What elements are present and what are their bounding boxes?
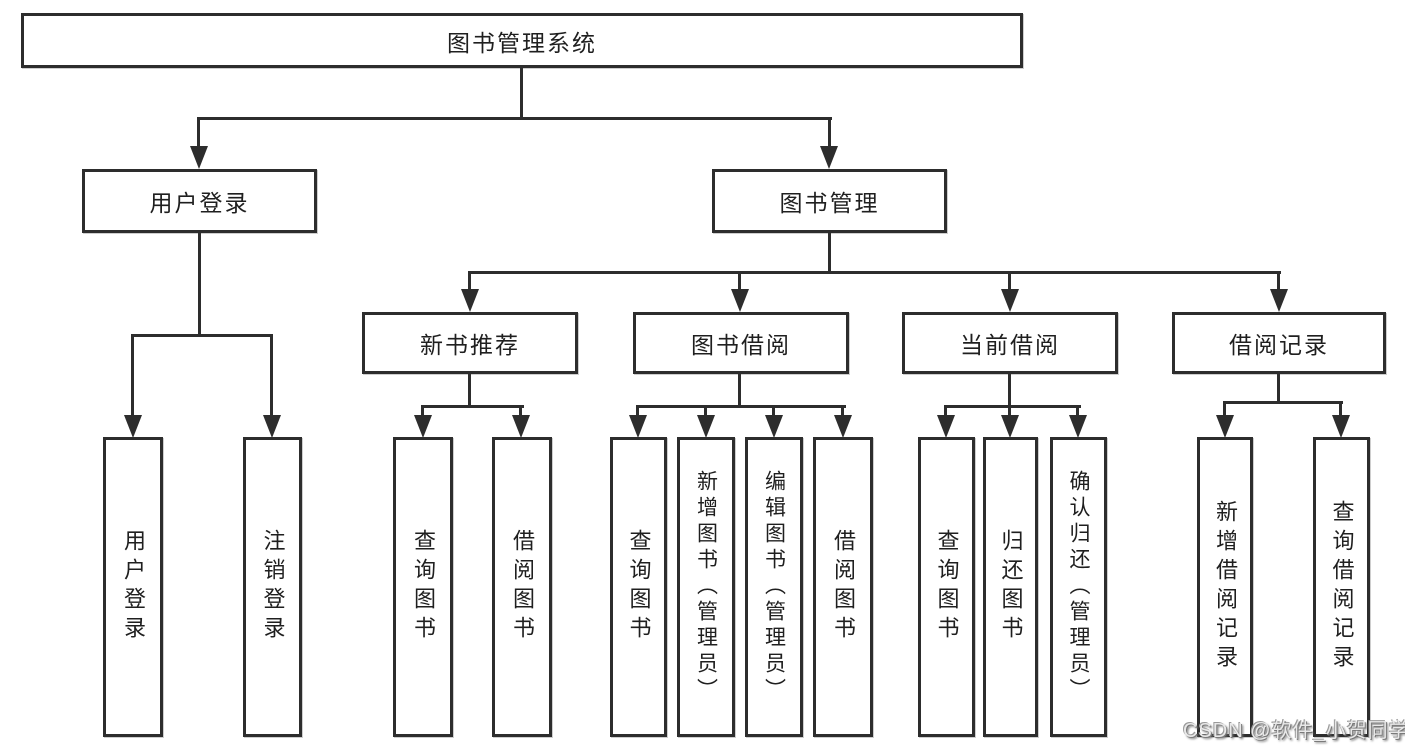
- leaf-confirm-return-admin: 确认归还（管理员）: [1050, 437, 1107, 737]
- arrow-down-icon: [765, 415, 783, 438]
- connector-root-stem: [520, 68, 523, 120]
- leaf-label: 归还图书: [998, 529, 1024, 645]
- connector-stem: [841, 405, 844, 417]
- leaf-label: 确认归还（管理员）: [1067, 470, 1090, 704]
- leaf-logout: 注销登录: [243, 437, 302, 737]
- connector-stem: [1339, 401, 1342, 417]
- arrow-down-icon: [834, 415, 852, 438]
- node-label: 当前借阅: [960, 332, 1060, 358]
- leaf-query-book: 查询图书: [393, 437, 453, 737]
- connector-stem: [828, 233, 831, 273]
- leaf-label: 借阅图书: [831, 529, 856, 645]
- connector-stem: [636, 405, 639, 417]
- connector-branch: [944, 405, 1081, 408]
- leaf-label: 用户登录: [121, 529, 146, 645]
- leaf-label: 借阅图书: [510, 529, 535, 645]
- leaf-label: 查询借阅记录: [1329, 500, 1355, 674]
- connector-stem: [1076, 405, 1079, 417]
- leaf-label: 查询图书: [626, 529, 652, 645]
- connector-stem: [1277, 271, 1280, 292]
- arrow-down-icon: [512, 415, 530, 438]
- node-label: 图书管理: [779, 190, 880, 216]
- arrow-down-icon: [697, 415, 715, 438]
- arrow-down-icon: [629, 415, 647, 438]
- arrow-down-icon: [731, 289, 749, 312]
- leaf-query-borrow-record: 查询借阅记录: [1313, 437, 1370, 737]
- arrow-down-icon: [124, 415, 142, 438]
- connector-stem: [738, 271, 741, 292]
- connector-stem: [1008, 405, 1011, 417]
- leaf-edit-book-admin: 编辑图书（管理员）: [745, 437, 803, 737]
- connector-stem: [468, 374, 471, 408]
- arrow-down-icon: [1001, 289, 1019, 312]
- arrow-down-icon: [1001, 415, 1019, 438]
- arrow-down-icon: [190, 146, 208, 169]
- connector-stem: [704, 405, 707, 417]
- arrow-down-icon: [263, 415, 281, 438]
- leaf-label: 注销登录: [260, 529, 286, 645]
- leaf-label: 编辑图书（管理员）: [762, 470, 786, 704]
- node-label: 用户登录: [149, 190, 250, 216]
- connector-stem: [1008, 271, 1011, 292]
- arrow-down-icon: [1216, 415, 1234, 438]
- connector-branch: [421, 405, 524, 408]
- node-user-login: 用户登录: [82, 169, 317, 233]
- arrow-down-icon: [937, 415, 955, 438]
- connector-stem: [944, 405, 947, 417]
- leaf-borrow-book: 借阅图书: [492, 437, 552, 737]
- leaf-query-book: 查询图书: [610, 437, 667, 737]
- connector-stem: [1008, 374, 1011, 408]
- leaf-query-book: 查询图书: [918, 437, 975, 737]
- node-new-book-recommend: 新书推荐: [362, 312, 578, 374]
- leaf-label: 新增图书（管理员）: [694, 470, 718, 704]
- connector-stem: [519, 405, 522, 417]
- node-label: 图书借阅: [691, 332, 791, 358]
- connector-stem: [270, 334, 273, 417]
- arrow-down-icon: [820, 146, 838, 169]
- connector-branch: [131, 334, 273, 337]
- leaf-add-borrow-record: 新增借阅记录: [1197, 437, 1253, 737]
- arrow-down-icon: [1270, 289, 1288, 312]
- connector-branch: [636, 405, 846, 408]
- node-borrow-records: 借阅记录: [1172, 312, 1386, 374]
- leaf-label: 新增借阅记录: [1213, 500, 1238, 674]
- node-library-management-system: 图书管理系统: [21, 13, 1023, 68]
- connector-stem: [828, 117, 831, 148]
- leaf-add-book-admin: 新增图书（管理员）: [677, 437, 735, 737]
- connector-level3-branch: [468, 271, 1281, 274]
- arrow-down-icon: [1069, 415, 1087, 438]
- node-book-borrow: 图书借阅: [633, 312, 849, 374]
- node-current-borrow: 当前借阅: [902, 312, 1118, 374]
- connector-stem: [197, 117, 200, 148]
- connector-level2-branch: [198, 117, 832, 120]
- node-book-management: 图书管理: [712, 169, 947, 233]
- leaf-label: 查询图书: [934, 529, 960, 645]
- connector-branch: [1223, 401, 1343, 404]
- leaf-return-book: 归还图书: [983, 437, 1038, 737]
- leaf-borrow-book: 借阅图书: [813, 437, 873, 737]
- connector-stem: [1277, 374, 1280, 404]
- connector-stem: [131, 334, 134, 417]
- connector-stem: [468, 271, 471, 292]
- leaf-user-login: 用户登录: [103, 437, 163, 737]
- connector-stem: [198, 233, 201, 337]
- connector-stem: [738, 374, 741, 408]
- arrow-down-icon: [1332, 415, 1350, 438]
- arrow-down-icon: [414, 415, 432, 438]
- connector-stem: [1223, 401, 1226, 417]
- arrow-down-icon: [461, 289, 479, 312]
- leaf-label: 查询图书: [411, 529, 436, 645]
- connector-stem: [772, 405, 775, 417]
- node-label: 图书管理系统: [447, 29, 597, 56]
- csdn-watermark: CSDN @软件_小贺同学: [1183, 720, 1405, 742]
- node-label: 新书推荐: [420, 332, 520, 358]
- node-label: 借阅记录: [1229, 332, 1329, 358]
- connector-stem: [421, 405, 424, 417]
